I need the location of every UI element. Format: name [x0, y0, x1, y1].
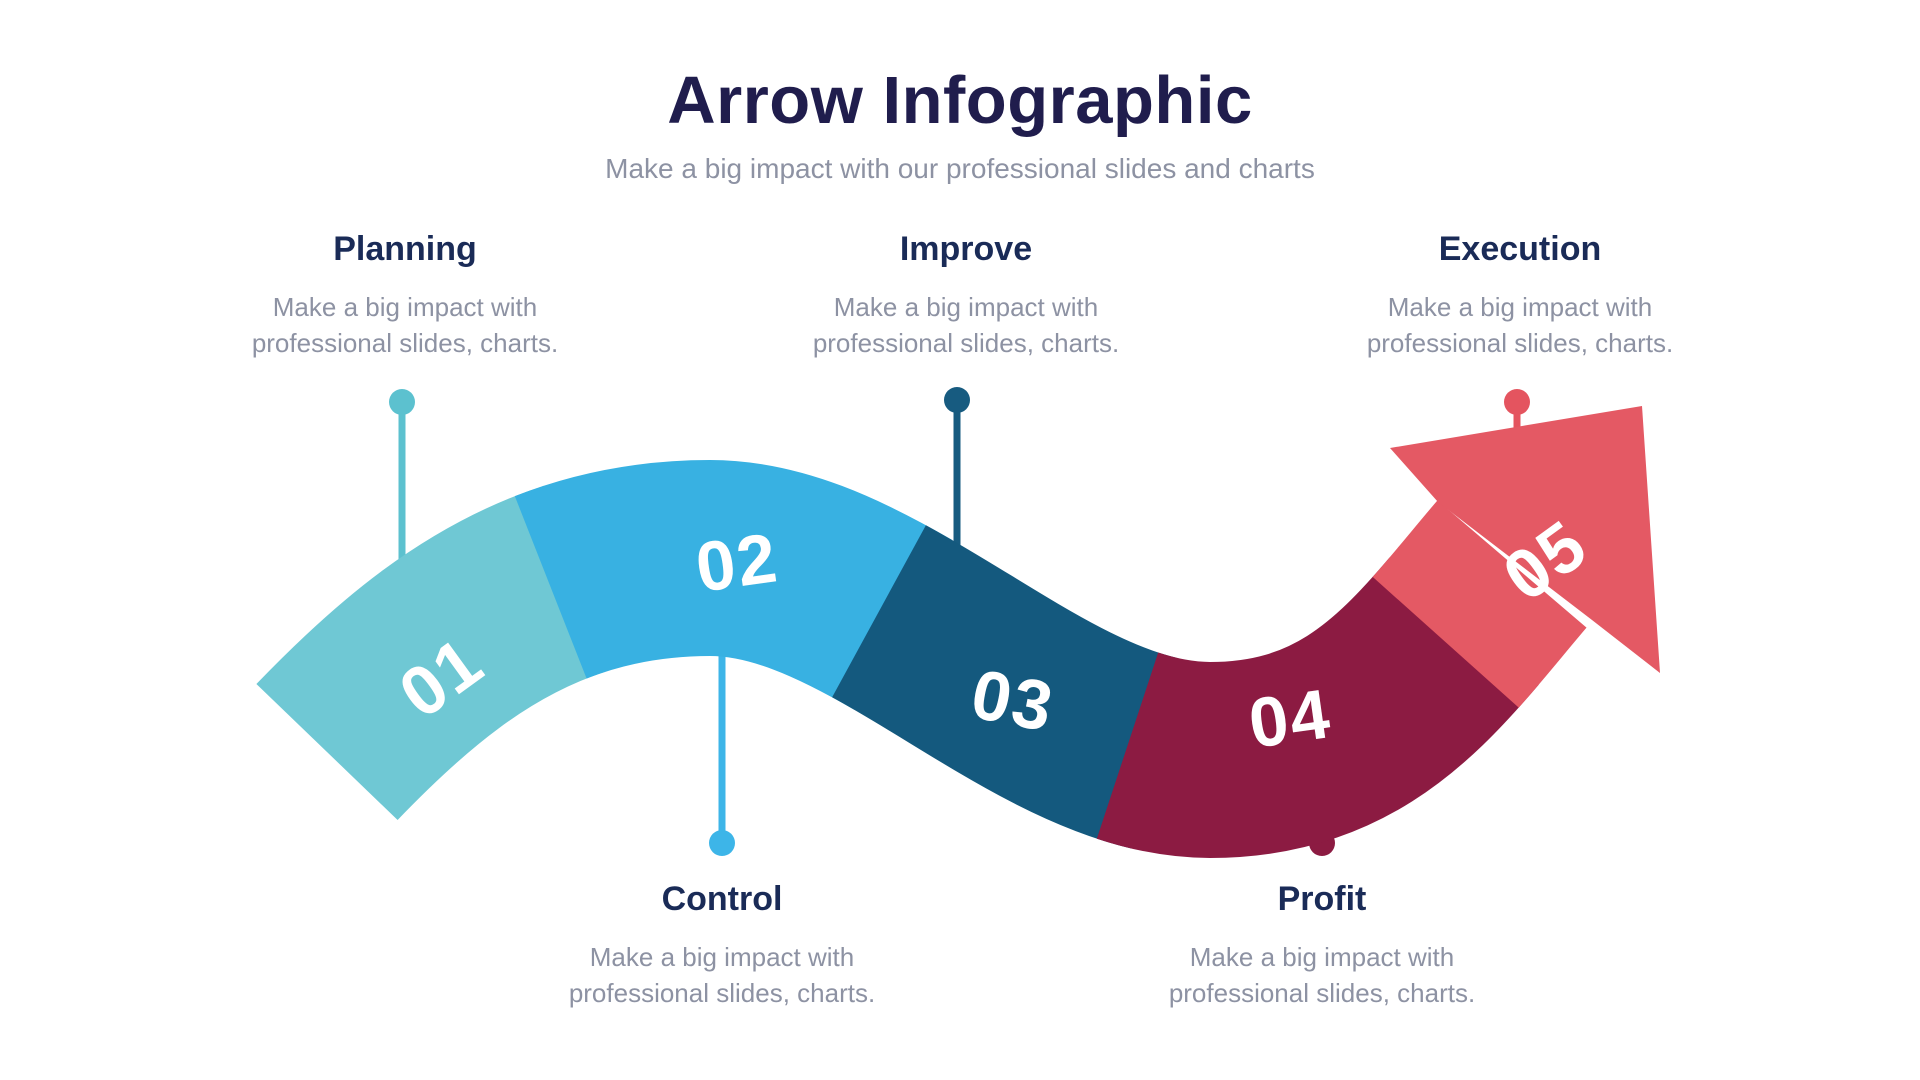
- segment-02-number: 02: [691, 518, 783, 607]
- step-control-heading: Control: [661, 880, 783, 918]
- step-profit-description: Make a big impact with professional slid…: [1168, 942, 1476, 1009]
- step-execution-description: Make a big impact with professional slid…: [1366, 292, 1674, 359]
- arrow-ribbon: [256, 459, 1587, 859]
- header: Arrow Infographic Make a big impact with…: [0, 0, 1920, 185]
- step-planning-heading: Planning: [333, 230, 477, 268]
- step-improve-description: Make a big impact with professional slid…: [812, 292, 1120, 359]
- step-planning-description: Make a big impact with professional slid…: [251, 292, 559, 359]
- segment-01-ribbon: [256, 459, 1587, 859]
- page-title: Arrow Infographic: [667, 63, 1253, 138]
- step-control: Control Make a big impact with professio…: [532, 880, 912, 1012]
- arrowhead: [1390, 406, 1660, 673]
- step-improve: Improve Make a big impact with professio…: [776, 230, 1156, 362]
- planning-connector-dot: [389, 389, 415, 415]
- step-control-description: Make a big impact with professional slid…: [568, 942, 876, 1009]
- page-subtitle: Make a big impact with our professional …: [605, 153, 1315, 184]
- step-planning: Planning Make a big impact with professi…: [215, 230, 595, 362]
- control-connector-dot: [709, 830, 735, 856]
- segment-03-number: 03: [965, 654, 1060, 746]
- step-profit: Profit Make a big impact with profession…: [1132, 880, 1512, 1012]
- step-improve-heading: Improve: [899, 230, 1033, 268]
- step-execution-heading: Execution: [1438, 230, 1602, 268]
- step-execution: Execution Make a big impact with profess…: [1330, 230, 1710, 362]
- execution-connector-dot: [1504, 389, 1530, 415]
- improve-connector-dot: [944, 387, 970, 413]
- segment-03-ribbon: [256, 459, 1587, 859]
- segment-04-ribbon: [256, 459, 1587, 859]
- segment-04-number: 04: [1244, 674, 1336, 763]
- step-profit-heading: Profit: [1277, 880, 1367, 918]
